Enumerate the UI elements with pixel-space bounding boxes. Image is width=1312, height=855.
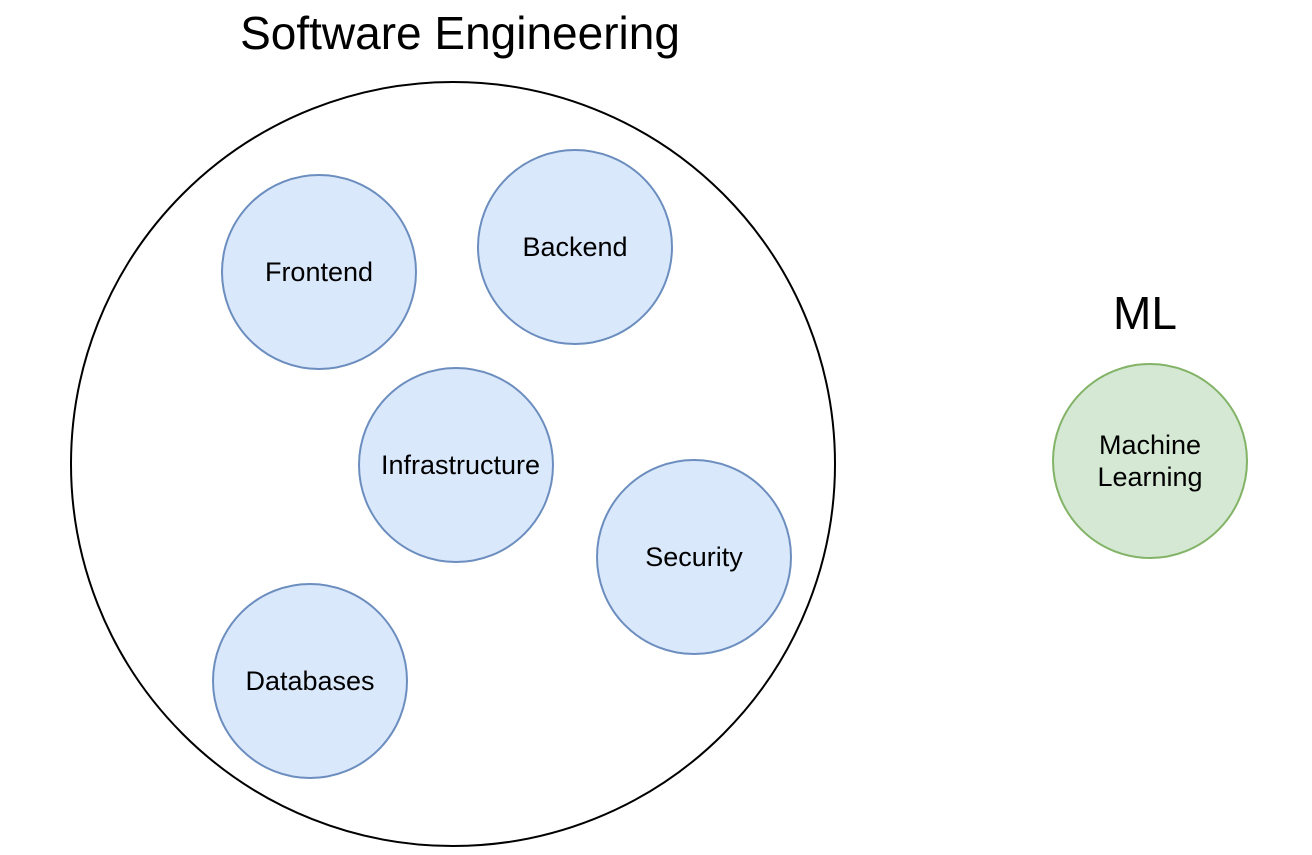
backend-label: Backend: [522, 231, 628, 262]
infrastructure-circle[interactable]: Infrastructure: [358, 367, 554, 563]
software-engineering-boundary-circle[interactable]: [70, 81, 836, 847]
security-label: Security: [645, 541, 743, 572]
security-circle[interactable]: Security: [596, 459, 792, 655]
databases-circle[interactable]: Databases: [212, 583, 408, 779]
infrastructure-label: Infrastructure: [381, 449, 541, 480]
software-engineering-title: Software Engineering: [240, 7, 680, 59]
frontend-label: Frontend: [264, 256, 374, 287]
databases-label: Databases: [245, 665, 375, 696]
backend-circle[interactable]: Backend: [477, 149, 673, 345]
ml-title: ML: [1113, 287, 1177, 339]
machine-learning-label: Machine Learning: [1097, 429, 1203, 492]
machine-learning-circle[interactable]: Machine Learning: [1052, 363, 1248, 559]
frontend-circle[interactable]: Frontend: [221, 174, 417, 370]
